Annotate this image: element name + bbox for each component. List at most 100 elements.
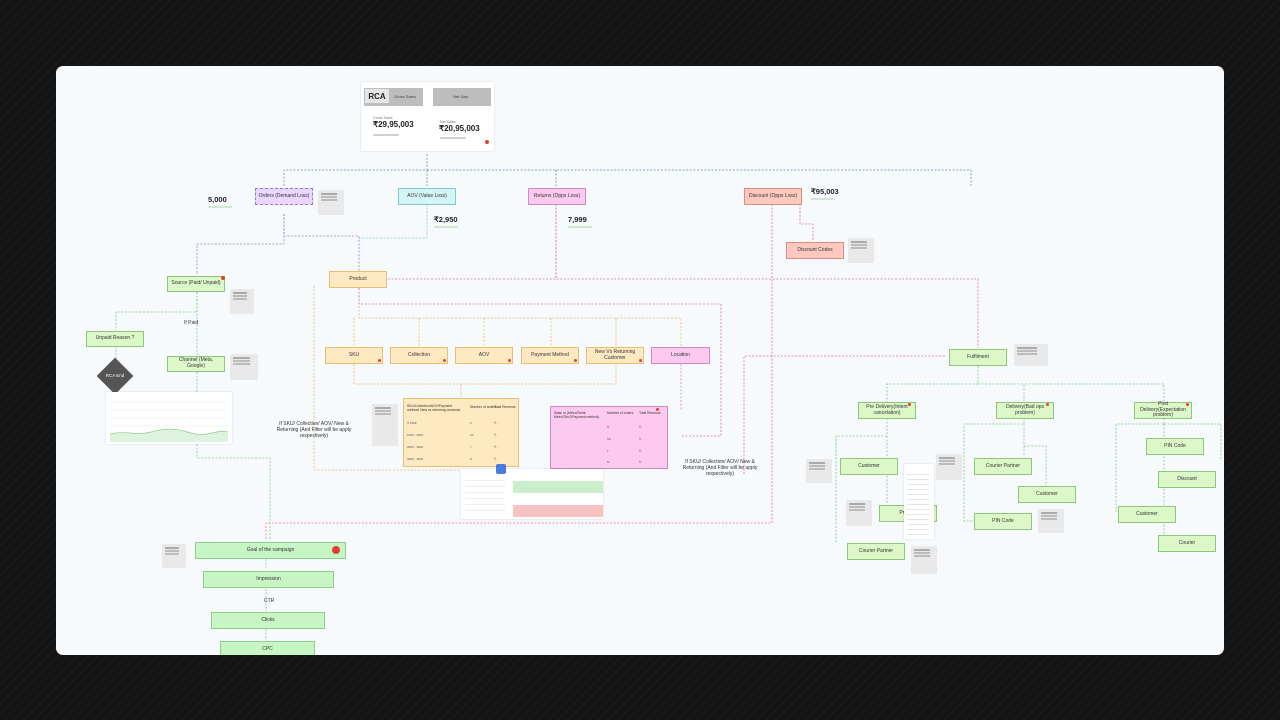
sticky-note[interactable] [372,404,398,446]
sticky-note[interactable] [318,190,344,215]
thumbnail-rows [465,475,505,515]
connector-returns-product [388,204,556,279]
connector-fulfilment-tree [887,366,1164,402]
options-list-rows [907,470,929,536]
aov-sub-node[interactable]: AOV [455,347,513,364]
clicks-node[interactable]: Clicks [211,612,325,629]
channel-chart-thumbnail[interactable] [106,392,232,444]
customer-node-2[interactable]: Customer [1018,486,1076,503]
connector-aov-product [359,204,427,238]
channel-meta-google-node[interactable]: Channel (Meta, Google) [167,356,225,372]
net-sale-header: Net Sale [433,88,491,106]
orders-metric-trend [208,206,232,208]
collection-node[interactable]: Collection [390,347,448,364]
whiteboard-canvas[interactable]: Gross Sales RCA Net Sale Gross Sales ₹29… [56,66,1224,655]
unpaid-reason-node[interactable]: Unpaid Reason ? [86,331,144,347]
comment-dot[interactable] [574,359,577,362]
comment-dot[interactable] [508,359,511,362]
comment-dot[interactable] [443,359,446,362]
thumbnail-line-chart [106,392,232,444]
discount-opps-loss-node[interactable]: Discount (Opps Loss) [744,188,802,205]
aov-metric-trend [434,226,458,228]
table-cell: 7 [470,445,472,449]
sticky-note[interactable] [846,500,872,526]
ctr-label: CTR [264,598,274,604]
goal-of-campaign-node[interactable]: Goal of the campaign [195,542,346,559]
customer-node-3[interactable]: Customer [1118,506,1176,523]
gross-sales-value: ₹29,95,003 [373,120,414,129]
orders-demand-loss-node[interactable]: Orders (Demand Loss) [255,188,313,205]
comment-dot[interactable] [378,359,381,362]
table-cell: ₹... [639,460,643,464]
comment-dot[interactable] [332,546,340,554]
courier-partner-node-2[interactable]: Courier Partner [974,458,1032,475]
sku-table-thumbnail[interactable] [461,469,603,519]
table-header: Total Revenue [639,411,661,415]
discount-codes-node[interactable]: Discount Codes [786,242,844,259]
source-paid-unpaid-node[interactable]: Source (Paid/ Unpaid) [167,276,225,292]
location-node[interactable]: Location [651,347,710,364]
options-list-card[interactable] [904,464,934,539]
discount-metric-trend [811,198,835,200]
customer-node-1[interactable]: Customer [840,458,898,475]
sticky-note[interactable] [1038,509,1064,533]
table-header: State or (Metro/Semi-Metro/Tier2/Payment… [554,411,602,419]
table-header: Total Revenue [494,405,516,409]
comment-dot[interactable] [656,408,659,411]
pin-code-node-1[interactable]: PIN Code [974,513,1032,530]
pin-code-node-2[interactable]: PIN Code [1146,438,1204,455]
table-cell: ₹... [494,445,498,449]
product-node[interactable]: Product [329,271,387,288]
table-cell: 3000 - 4000 [407,457,423,461]
filter-note-right: If SKU/ Collection/ AOV/ New & Returning… [674,459,766,477]
courier-node[interactable]: Courier [1158,535,1216,552]
sticky-note[interactable] [230,289,254,314]
net-sales-trend [440,137,466,139]
aov-metric-value: ₹2,950 [434,215,458,224]
comment-marker-icon[interactable] [496,464,506,474]
comment-dot[interactable] [1186,403,1189,406]
table-cell: ₹... [639,437,643,441]
payment-method-node[interactable]: Payment Method [521,347,579,364]
table-cell: 8 [470,457,472,461]
table-cell: 5 [470,421,472,425]
sticky-note[interactable] [936,454,962,480]
table-header: SKU/Collection/AOV/Payment method/ New v… [407,404,461,412]
comment-dot[interactable] [221,276,225,280]
fulfilment-node[interactable]: Fulfilment [949,349,1007,366]
table-cell: ₹... [639,425,643,429]
aov-value-loss-node[interactable]: AOV (Value Loss) [398,188,456,205]
table-cell: M [607,460,610,464]
new-vs-returning-node[interactable]: New Vs Returning Customer [586,347,644,364]
post-delivery-node[interactable]: Post Delivery(Expectation problem) [1134,402,1192,419]
table-cell: ₹... [639,449,643,453]
comment-dot[interactable] [1046,403,1049,406]
gross-sales-trend [373,134,399,136]
sku-node[interactable]: SKU [325,347,383,364]
discount-node[interactable]: Discount [1158,471,1216,488]
table-cell: S [607,425,609,429]
connector-orders-product [284,214,359,271]
connector-rca-bus [284,154,971,186]
gross-sales-header-label: Gross Sales [394,94,416,99]
comment-dot[interactable] [908,403,911,406]
connector-discount-codes [800,204,813,241]
table-cell: ₹... [494,433,498,437]
orange-breakdown-table[interactable]: SKU/Collection/AOV/Payment method/ New v… [403,398,519,467]
returns-opps-loss-node[interactable]: Returns (Opps Loss) [528,188,586,205]
sticky-note[interactable] [230,354,258,380]
sticky-note[interactable] [806,459,832,483]
table-header: Number of orders [470,405,496,409]
sticky-note[interactable] [162,544,186,568]
impression-node[interactable]: Impression [203,571,334,588]
rca-summary-card[interactable]: Gross Sales RCA Net Sale Gross Sales ₹29… [361,82,494,151]
pink-location-table[interactable]: State or (Metro/Semi-Metro/Tier2/Payment… [550,406,668,469]
sticky-note[interactable] [1014,344,1048,366]
comment-dot[interactable] [485,140,489,144]
sticky-note[interactable] [848,238,874,263]
table-header: Number of orders [607,411,633,415]
cpc-node[interactable]: CPC [220,641,315,655]
comment-dot[interactable] [639,359,642,362]
courier-partner-node-1[interactable]: Courier Partner [847,543,905,560]
sticky-note[interactable] [911,546,937,574]
